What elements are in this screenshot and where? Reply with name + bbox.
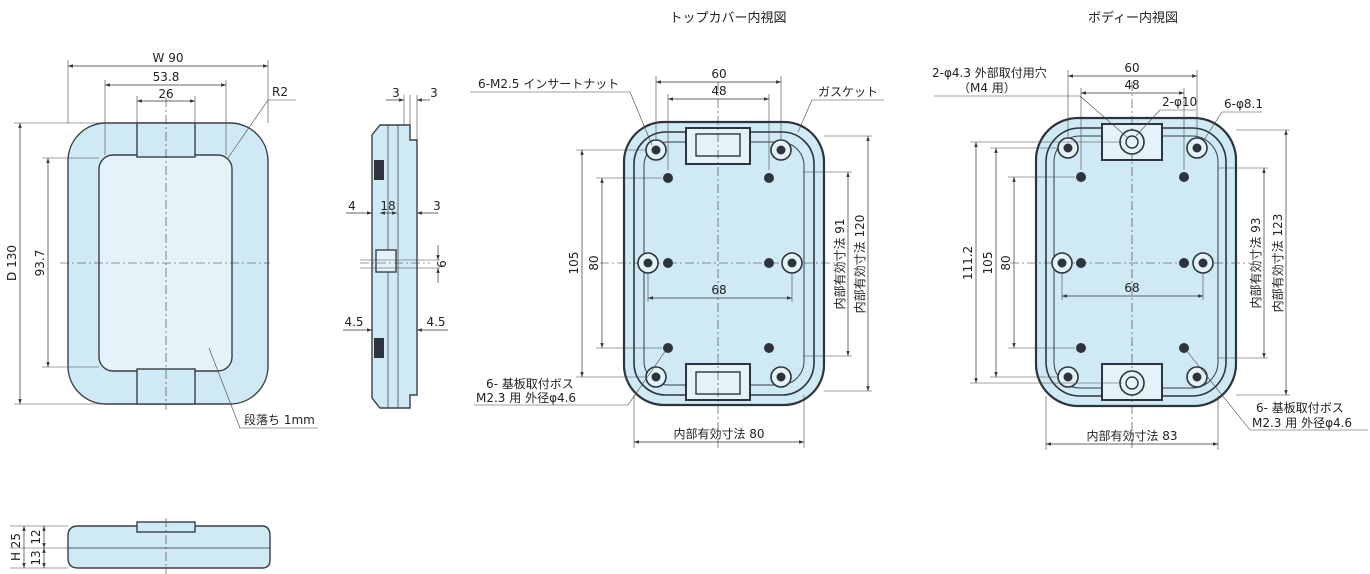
dim-tc-105: 105	[567, 252, 581, 275]
dim-side-4-5b: 4.5	[426, 315, 445, 329]
dim-body-phi10: 2-φ10	[1162, 95, 1197, 109]
dim-height-13: 13	[29, 550, 43, 565]
dim-height-12: 12	[29, 529, 43, 544]
dim-body-60: 60	[1124, 61, 1139, 75]
dim-width-90: W 90	[153, 51, 184, 65]
tc-boss-label-2: M2.3 用 外径φ4.6	[476, 391, 576, 405]
dim-tc-68: 68	[711, 283, 726, 297]
insert-nut-label: 6-M2.5 インサートナット	[478, 77, 619, 91]
body-view: ボディー内視図 2-φ4.3 外部取付用穴 （M4 用） 60	[932, 10, 1368, 450]
dim-side-18: 18	[380, 199, 395, 213]
dim-side-4: 4	[348, 199, 356, 213]
dim-tc-inner-120: 内部有効寸法 120	[852, 215, 867, 314]
dim-body-48: 48	[1124, 78, 1139, 92]
side-view: 3 3 4 18 3 6 4.5 4.5	[343, 86, 449, 409]
dim-body-80: 80	[999, 255, 1013, 270]
dim-tc-80: 80	[587, 255, 601, 270]
dim-width-53-8: 53.8	[153, 70, 180, 84]
dim-body-phi8-1: 6-φ8.1	[1224, 97, 1263, 111]
body-hole-label-1: 2-φ4.3 外部取付用穴	[932, 65, 1047, 80]
dim-body-105: 105	[981, 252, 995, 275]
dim-body-inner-83: 内部有効寸法 83	[1086, 428, 1177, 443]
top-cover-title: トップカバー内視図	[669, 10, 786, 26]
dim-radius-r2: R2	[272, 85, 288, 99]
dim-tc-48: 48	[711, 84, 726, 98]
top-cover-view: トップカバー内視図 6-M2.5 インサートナット 60	[470, 10, 884, 448]
dim-body-68: 68	[1124, 281, 1139, 295]
tc-boss-label-1: 6- 基板取付ボス	[486, 377, 574, 391]
dim-height-93-7: 93.7	[33, 250, 47, 277]
dim-depth-130: D 130	[5, 245, 19, 281]
step-note: 段落ち 1mm	[244, 412, 315, 427]
dim-side-3b: 3	[430, 86, 438, 100]
bottom-shell	[67, 525, 271, 569]
dim-body-111-2: 111.2	[961, 246, 975, 280]
body-hole-label-2: （M4 用）	[958, 81, 1016, 95]
dim-side-3a: 3	[392, 86, 400, 100]
front-view: W 90 53.8 26 R2 D 130 93.7 段落ち 1mm	[5, 51, 318, 429]
body-boss-label-2: M2.3 用 外径φ4.6	[1252, 416, 1352, 430]
body-title: ボディー内視図	[1088, 10, 1178, 26]
bottom-view: H 25 12 13	[9, 518, 271, 574]
dim-tc-inner-80: 内部有効寸法 80	[673, 426, 764, 441]
dim-body-inner-93: 内部有効寸法 93	[1248, 217, 1263, 308]
body-boss-label-1: 6- 基板取付ボス	[1256, 401, 1344, 415]
dim-width-26: 26	[158, 87, 173, 101]
dim-side-6: 6	[435, 260, 449, 268]
dim-body-inner-123: 内部有効寸法 123	[1270, 214, 1285, 313]
gasket-label: ガスケット	[818, 85, 878, 99]
dim-side-4-5a: 4.5	[344, 315, 363, 329]
dim-tc-inner-91: 内部有効寸法 91	[832, 218, 847, 309]
dim-side-3c: 3	[433, 199, 441, 213]
dim-tc-60: 60	[711, 67, 726, 81]
dim-height-25: H 25	[9, 533, 23, 561]
